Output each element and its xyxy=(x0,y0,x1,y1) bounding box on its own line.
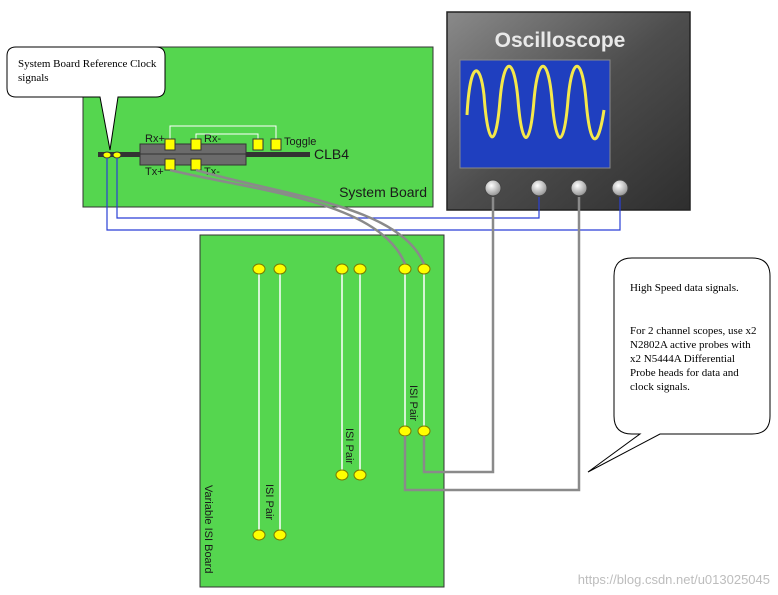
isi-pair-label-2: ISI Pair xyxy=(343,428,355,464)
clb4-label: CLB4 xyxy=(314,146,349,162)
isi-traces xyxy=(258,270,425,534)
callout-channel-note-text: For 2 channel scopes, use x2 N2802A acti… xyxy=(630,325,757,393)
callout-reference-clock-text: System Board Reference Clock signals xyxy=(18,58,157,84)
isi-pair-label-3: ISI Pair xyxy=(407,385,419,421)
pin-label-rx-plus: Rx+ xyxy=(145,133,165,145)
reference-clock-lines xyxy=(106,158,621,231)
callout-high-speed xyxy=(587,257,771,473)
isi-board-label: Variable ISI Board xyxy=(202,485,214,573)
isi-pads xyxy=(252,263,431,541)
clb4-connector: CLB4 Rx+ Rx- Tx+ Tx- Toggle xyxy=(98,125,349,178)
isi-pair-label-1: ISI Pair xyxy=(263,484,275,520)
oscilloscope-title: Oscilloscope xyxy=(495,29,626,52)
system-board-label: System Board xyxy=(339,184,427,200)
probe-cables xyxy=(169,168,581,492)
watermark: https://blog.csdn.net/u013025045 xyxy=(577,572,770,587)
oscilloscope-channel-3-knob[interactable] xyxy=(570,179,588,197)
oscilloscope-waveform xyxy=(465,65,606,141)
pin-label-rx-minus: Rx- xyxy=(204,133,221,145)
oscilloscope-channel-1-knob[interactable] xyxy=(484,179,502,197)
callout-high-speed-text: High Speed data signals. xyxy=(630,282,739,294)
callout-reference-clock xyxy=(6,46,166,151)
pin-label-toggle: Toggle xyxy=(284,136,316,148)
pin-label-tx-plus: Tx+ xyxy=(145,166,164,178)
oscilloscope-channel-4-knob[interactable] xyxy=(611,179,629,197)
isi-board: Variable ISI Board xyxy=(199,234,445,588)
oscilloscope-channel-2-knob[interactable] xyxy=(530,179,548,197)
oscilloscope: Oscilloscope xyxy=(446,11,691,211)
